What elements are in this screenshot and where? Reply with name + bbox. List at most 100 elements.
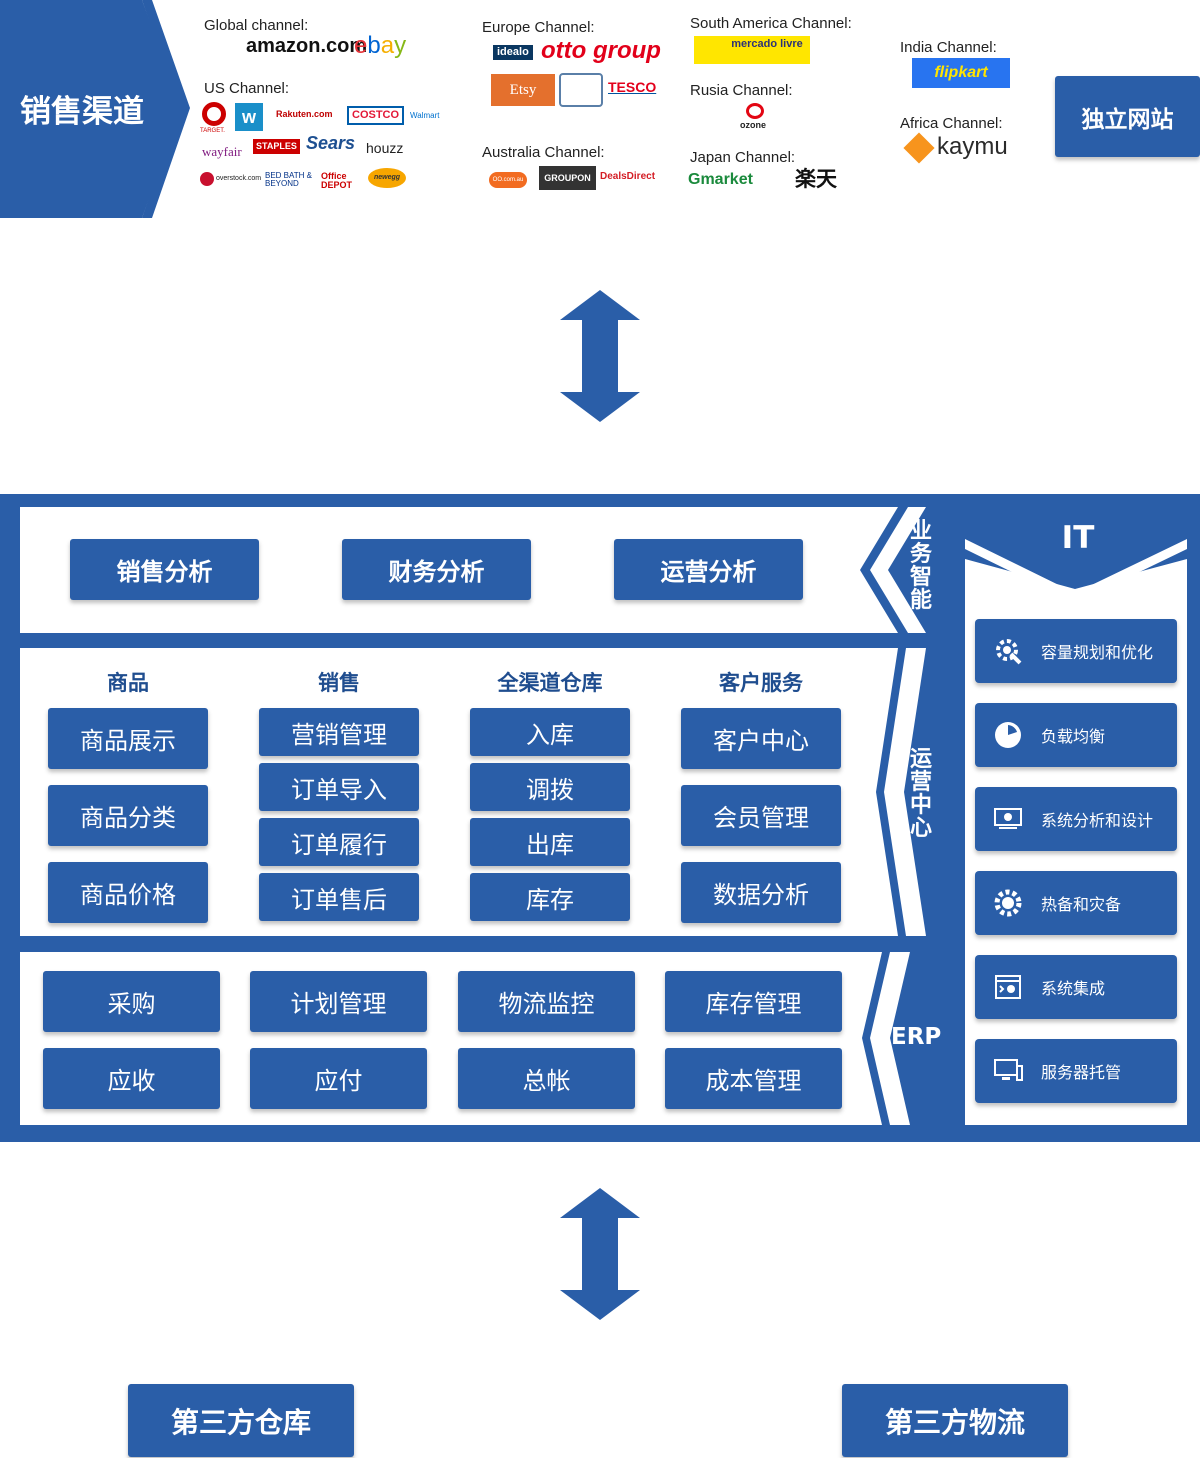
ops-panel <box>20 648 926 936</box>
outbound-button[interactable]: 出库 <box>470 818 630 866</box>
ozone-logo: ozone <box>740 120 766 130</box>
mercado-livre-logo: mercado livre <box>694 36 810 64</box>
third-party-warehouse-button[interactable]: 第三方仓库 <box>128 1384 354 1457</box>
order-after-sales-button[interactable]: 订单售后 <box>259 873 419 921</box>
houzz-logo: houzz <box>366 140 404 156</box>
erp-label: ERP <box>891 1024 942 1050</box>
order-fulfillment-button[interactable]: 订单履行 <box>259 818 419 866</box>
window-gear-icon <box>975 974 1041 1000</box>
col-head-customer-service: 客户服务 <box>719 671 803 695</box>
operations-analysis-button[interactable]: 运营分析 <box>614 539 803 600</box>
globe-gear-icon <box>975 888 1041 918</box>
ops-label: 运营中心 <box>909 747 932 841</box>
it-hot-backup[interactable]: 热备和灾备 <box>975 871 1177 935</box>
overstock-icon <box>200 172 214 186</box>
africa-channel-label: Africa Channel: <box>900 115 1003 132</box>
oo-logo: OO.com.au <box>489 172 527 188</box>
russia-channel-label: Rusia Channel: <box>690 82 793 99</box>
target-icon <box>202 102 226 126</box>
idealo-logo: idealo <box>493 45 533 60</box>
planning-management-button[interactable]: 计划管理 <box>250 971 427 1032</box>
ozone-icon <box>746 103 764 119</box>
rakuten-jp-logo: 楽天 <box>795 168 837 191</box>
staples-logo: STAPLES <box>253 139 300 154</box>
it-system-analysis[interactable]: 系统分析和设计 <box>975 787 1177 851</box>
marketing-management-button[interactable]: 营销管理 <box>259 708 419 756</box>
australia-channel-label: Australia Channel: <box>482 144 605 161</box>
target-logo: TARGET. <box>200 128 225 134</box>
bidirectional-arrow-bottom <box>560 1188 640 1320</box>
col-head-sales: 销售 <box>318 671 360 695</box>
payables-button[interactable]: 应付 <box>250 1048 427 1109</box>
col-head-warehouse: 全渠道仓库 <box>497 671 603 695</box>
newegg-logo: newegg <box>368 168 406 188</box>
sales-analysis-button[interactable]: 销售分析 <box>70 539 259 600</box>
receivables-button[interactable]: 应收 <box>43 1048 220 1109</box>
global-channel-label: Global channel: <box>204 17 309 34</box>
desktop-icon <box>975 1058 1041 1084</box>
pie-chart-icon <box>975 721 1041 749</box>
kaymu-logo: kaymu <box>937 133 1008 160</box>
customer-center-button[interactable]: 客户中心 <box>681 708 841 769</box>
it-capacity-planning[interactable]: 容量规划和优化 <box>975 619 1177 683</box>
purchasing-button[interactable]: 采购 <box>43 971 220 1032</box>
otto-group-logo: otto group <box>541 37 661 64</box>
product-price-button[interactable]: 商品价格 <box>48 862 208 923</box>
walmart-logo: Walmart <box>410 111 440 120</box>
data-analysis-button[interactable]: 数据分析 <box>681 862 841 923</box>
it-item-label: 服务器托管 <box>1041 1063 1122 1082</box>
ebay-logo: ebay <box>354 32 407 59</box>
costco-logo: COSTCO <box>347 106 405 125</box>
kaymu-icon <box>903 132 935 164</box>
it-title: IT <box>1061 520 1095 556</box>
sales-channel-title: 销售渠道 <box>20 94 144 130</box>
india-channel-label: India Channel: <box>900 39 997 56</box>
it-item-label: 系统集成 <box>1041 979 1106 998</box>
it-item-label: 热备和灾备 <box>1041 895 1122 914</box>
inbound-button[interactable]: 入库 <box>470 708 630 756</box>
groupon-logo: GROUPON <box>539 166 596 190</box>
it-server-hosting[interactable]: 服务器托管 <box>975 1039 1177 1103</box>
wish-logo: w <box>235 103 263 131</box>
member-management-button[interactable]: 会员管理 <box>681 785 841 846</box>
inventory-management-button[interactable]: 库存管理 <box>665 971 842 1032</box>
logistics-monitoring-button[interactable]: 物流监控 <box>458 971 635 1032</box>
wayfair-logo: wayfair <box>202 144 242 159</box>
bed-bath-logo: BED BATH & BEYOND <box>265 171 312 188</box>
south-america-channel-label: South America Channel: <box>690 15 852 32</box>
it-system-integration[interactable]: 系统集成 <box>975 955 1177 1019</box>
japan-channel-label: Japan Channel: <box>690 149 796 166</box>
independent-site-button[interactable]: 独立网站 <box>1055 76 1200 157</box>
bidirectional-arrow-top <box>560 290 640 422</box>
amazon-logo: amazon.com <box>246 35 368 57</box>
it-item-label: 容量规划和优化 <box>1041 643 1154 662</box>
europe-channel-label: Europe Channel: <box>482 19 595 36</box>
cost-management-button[interactable]: 成本管理 <box>665 1048 842 1109</box>
inventory-button[interactable]: 库存 <box>470 873 630 921</box>
office-depot-logo: Office DEPOT <box>321 171 353 190</box>
product-display-button[interactable]: 商品展示 <box>48 708 208 769</box>
it-item-label: 负载均衡 <box>1041 727 1106 746</box>
ebay-badge-icon <box>559 73 603 107</box>
gmarket-logo: Gmarket <box>688 171 753 188</box>
bi-label: 业务智能 <box>909 519 932 613</box>
flipkart-logo: flipkart <box>912 58 1010 88</box>
us-channel-label: US Channel: <box>204 80 290 97</box>
rakuten-logo: Rakuten.com <box>276 109 333 119</box>
general-ledger-button[interactable]: 总帐 <box>458 1048 635 1109</box>
product-category-button[interactable]: 商品分类 <box>48 785 208 846</box>
monitor-gear-icon <box>975 807 1041 831</box>
tesco-logo: TESCO <box>608 79 657 95</box>
it-item-label: 系统分析和设计 <box>1041 811 1154 830</box>
transfer-button[interactable]: 调拨 <box>470 763 630 811</box>
finance-analysis-button[interactable]: 财务分析 <box>342 539 531 600</box>
third-party-logistics-button[interactable]: 第三方物流 <box>842 1384 1068 1457</box>
it-load-balancing[interactable]: 负载均衡 <box>975 703 1177 767</box>
sears-logo: Sears <box>306 133 356 153</box>
gear-wrench-icon <box>975 636 1041 666</box>
overstock-logo: overstock.com <box>216 175 262 182</box>
order-import-button[interactable]: 订单导入 <box>259 763 419 811</box>
etsy-logo: Etsy <box>491 74 555 106</box>
col-head-product: 商品 <box>107 671 149 695</box>
dealsdirect-logo: DealsDirect <box>600 171 656 182</box>
